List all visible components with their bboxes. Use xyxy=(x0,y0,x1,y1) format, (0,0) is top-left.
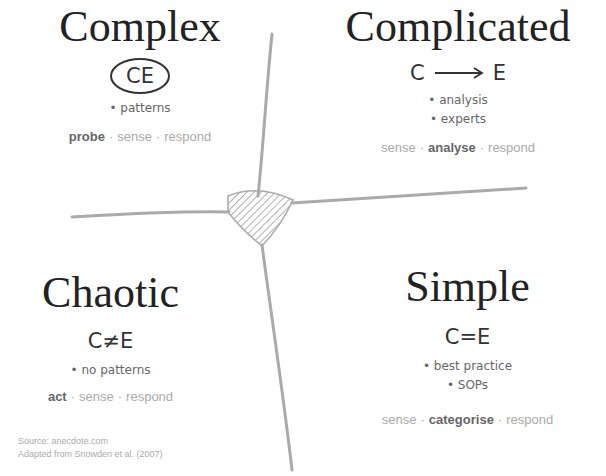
domain-text: respond xyxy=(164,129,211,144)
text-row: • best practice xyxy=(423,358,512,375)
domain-title: Complex xyxy=(59,2,220,52)
domain-text: • SOPs xyxy=(447,377,488,394)
domain-text: probe xyxy=(69,129,105,144)
text-row: • SOPs xyxy=(447,377,488,394)
domain-title: Chaotic xyxy=(42,268,179,318)
domain-text: • analysis xyxy=(428,92,487,109)
text-row: C=E xyxy=(445,324,491,350)
text-row: CE xyxy=(110,58,170,94)
domain-text: sense xyxy=(382,412,417,427)
text-row: Chaotic xyxy=(42,268,179,318)
domain-title: Simple xyxy=(405,262,530,312)
source-note: Adapted from Snowden et al. (2007) xyxy=(18,449,163,460)
domain-text: respond xyxy=(506,412,553,427)
domain-text: E xyxy=(493,60,506,86)
domain-text: sense xyxy=(117,129,152,144)
domain-text: • no patterns xyxy=(71,362,151,379)
text-row: sense · analyse · respond xyxy=(381,140,535,155)
domain-text: categorise xyxy=(429,412,494,427)
text-row: C≠E xyxy=(88,328,134,354)
domain-region: ChaoticC≠E • no patterns act · sense · respond xyxy=(8,268,213,404)
separator: · xyxy=(71,389,75,404)
text-row: Simple xyxy=(405,262,530,312)
divider-line xyxy=(262,245,292,470)
separator: · xyxy=(118,389,122,404)
divider-line xyxy=(258,34,272,196)
separator: · xyxy=(420,140,424,155)
domain-text: CE xyxy=(126,64,154,88)
domain-text: sense xyxy=(79,389,114,404)
domain-text: sense xyxy=(381,140,416,155)
text-row: probe · sense · respond xyxy=(69,129,212,144)
source-note: Source: anecdote.com xyxy=(18,436,108,447)
domain-text: respond xyxy=(126,389,173,404)
text-row: act · sense · respond xyxy=(48,389,173,404)
separator: · xyxy=(498,412,502,427)
text-row: • patterns xyxy=(109,100,170,117)
domain-text: act xyxy=(48,389,67,404)
cause-effect-arrow xyxy=(433,66,485,80)
disorder-hatch xyxy=(228,191,293,246)
domain-text: • patterns xyxy=(109,100,170,117)
text-row: sense·categorise·respond xyxy=(382,412,553,427)
text-row: • analysis xyxy=(428,92,487,109)
domain-region: ComplicatedCE• analysis• expertssense·an… xyxy=(318,2,598,155)
divider-line xyxy=(292,188,526,203)
domain-text: analyse xyxy=(428,140,476,155)
domain-title: Complicated xyxy=(346,2,571,52)
text-row: • no patterns xyxy=(71,362,151,379)
text-row: Complicated xyxy=(346,2,571,52)
domain-text: C xyxy=(410,60,425,86)
domain-region: SimpleC=E• best practice• SOPssense·cate… xyxy=(345,262,590,427)
divider-line xyxy=(72,212,229,217)
domain-text: C≠E xyxy=(88,328,134,354)
separator: · xyxy=(480,140,484,155)
circled-relation: CE xyxy=(110,58,170,94)
text-row: CE xyxy=(410,60,506,86)
domain-region: ComplexCE • patterns probe · sense · respond xyxy=(15,2,265,144)
domain-text: • best practice xyxy=(423,358,512,375)
domain-text: respond xyxy=(488,140,535,155)
domain-text: • experts xyxy=(430,111,486,128)
separator: · xyxy=(109,129,113,144)
domain-text: C=E xyxy=(445,324,491,350)
separator: · xyxy=(420,412,424,427)
separator: · xyxy=(156,129,160,144)
text-row: Complex xyxy=(59,2,220,52)
text-row: • experts xyxy=(430,111,486,128)
